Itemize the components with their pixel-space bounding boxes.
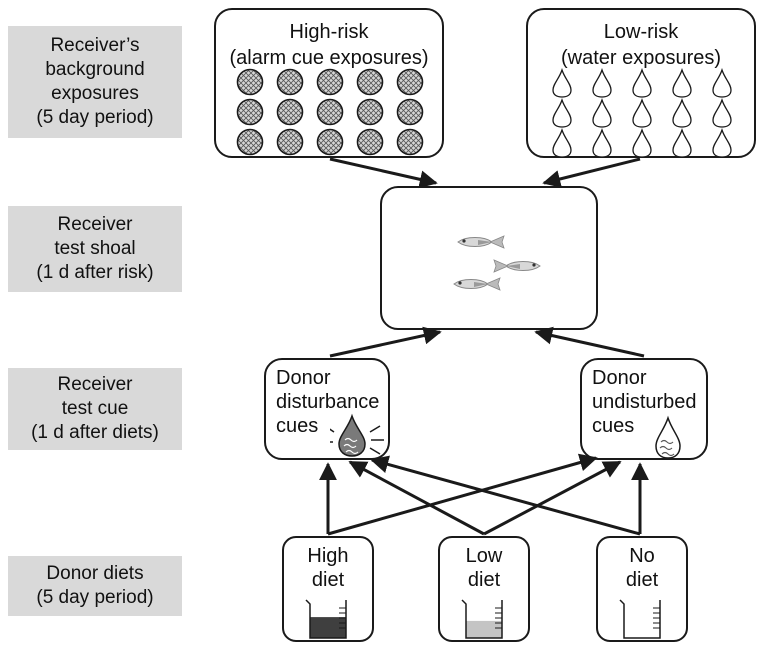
- row-label-background-exposures: Receiver’s background exposures (5 day p…: [8, 26, 182, 138]
- alarm-cue-icon: [276, 98, 304, 126]
- no-diet-box: No diet: [596, 536, 688, 642]
- high-risk-box: High-risk (alarm cue exposures): [214, 8, 444, 158]
- arrow-low-to-disturbance: [348, 460, 485, 536]
- water-drop-icon: [552, 127, 572, 158]
- row-label-text: Receiver’s background exposures (5 day p…: [36, 35, 154, 128]
- water-drop-icon: [712, 127, 732, 158]
- calm-drop-icon: [655, 415, 681, 459]
- high-risk-title: High-risk: [289, 21, 369, 43]
- low-risk-subtitle: (water exposures): [560, 47, 722, 69]
- water-drop-icon: [712, 68, 732, 98]
- row-label-donor-diets: Donor diets (5 day period): [8, 556, 182, 616]
- fish-shoal: [453, 235, 541, 291]
- beaker-icon: [619, 599, 661, 639]
- water-drop-icon: [632, 68, 652, 98]
- row-label-text: Donor diets (5 day period): [36, 563, 154, 608]
- high-diet-label: High diet: [307, 545, 349, 591]
- beaker-fill: [466, 620, 502, 638]
- water-drop-icon: [712, 97, 732, 128]
- arrow-high-to-undisturbed: [327, 453, 598, 536]
- row-label-test-cue: Receiver test cue (1 d after diets): [8, 368, 182, 450]
- water-exposure-grid: [552, 68, 732, 158]
- alarm-cue-icon: [276, 68, 304, 96]
- alarm-cue-icon: [316, 98, 344, 126]
- low-diet-box: Low diet: [438, 536, 530, 642]
- alarm-cue-icon: [276, 128, 304, 156]
- water-drop-icon: [632, 127, 652, 158]
- alarm-cue-icon: [396, 98, 424, 126]
- low-diet-label: Low diet: [465, 545, 503, 591]
- arrow-undisturbed-to-shoal: [534, 326, 645, 358]
- undisturbed-cue-box: Donor undisturbed cues: [580, 358, 708, 460]
- alarm-cue-icon: [316, 128, 344, 156]
- water-drop-icon: [592, 97, 612, 128]
- alarm-cue-icon: [236, 68, 264, 96]
- alarm-cue-icon: [236, 128, 264, 156]
- no-diet-label: No diet: [625, 545, 659, 591]
- water-drop-icon: [552, 97, 572, 128]
- beaker-icon: [305, 599, 347, 639]
- alarm-cue-icon: [356, 68, 384, 96]
- alarm-cue-icon: [316, 68, 344, 96]
- arrow-low-risk-to-shoal: [542, 157, 641, 188]
- alarm-cue-icon: [396, 128, 424, 156]
- low-risk-box: Low-risk (water exposures): [526, 8, 756, 158]
- high-diet-box: High diet: [282, 536, 374, 642]
- disturbance-cue-box: Donor disturbance cues: [264, 358, 390, 460]
- disturbance-cue-label: Donor disturbance cues: [276, 367, 380, 437]
- row-label-test-shoal: Receiver test shoal (1 d after risk): [8, 206, 182, 292]
- water-drop-icon: [592, 127, 612, 158]
- disturbed-drop-icon: [330, 413, 384, 457]
- alarm-cue-icon: [396, 68, 424, 96]
- test-shoal-box: [380, 186, 598, 330]
- undisturbed-cue-label: Donor undisturbed cues: [592, 367, 697, 437]
- water-drop-icon: [632, 97, 652, 128]
- fish-icon: [453, 277, 501, 291]
- row-label-text: Receiver test cue (1 d after diets): [31, 374, 159, 443]
- arrow-none-to-disturbance: [370, 455, 641, 536]
- beaker-icon: [461, 599, 503, 639]
- water-drop-icon: [672, 127, 692, 158]
- alarm-cue-icon: [356, 98, 384, 126]
- fish-icon: [493, 259, 541, 273]
- water-drop-icon: [672, 68, 692, 98]
- arrow-disturbance-to-shoal: [329, 326, 442, 358]
- water-drop-icon: [592, 68, 612, 98]
- arrow-high-risk-to-shoal: [329, 157, 438, 189]
- water-drop-icon: [552, 68, 572, 98]
- arrow-low-to-undisturbed: [483, 460, 622, 536]
- water-drop-icon: [672, 97, 692, 128]
- alarm-cue-icon: [236, 98, 264, 126]
- alarm-cue-icon: [356, 128, 384, 156]
- alarm-cue-grid: [236, 68, 424, 156]
- high-risk-subtitle: (alarm cue exposures): [229, 47, 429, 69]
- fish-icon: [457, 235, 505, 249]
- beaker-fill: [310, 617, 346, 638]
- row-label-text: Receiver test shoal (1 d after risk): [36, 214, 154, 283]
- low-risk-title: Low-risk: [603, 21, 679, 43]
